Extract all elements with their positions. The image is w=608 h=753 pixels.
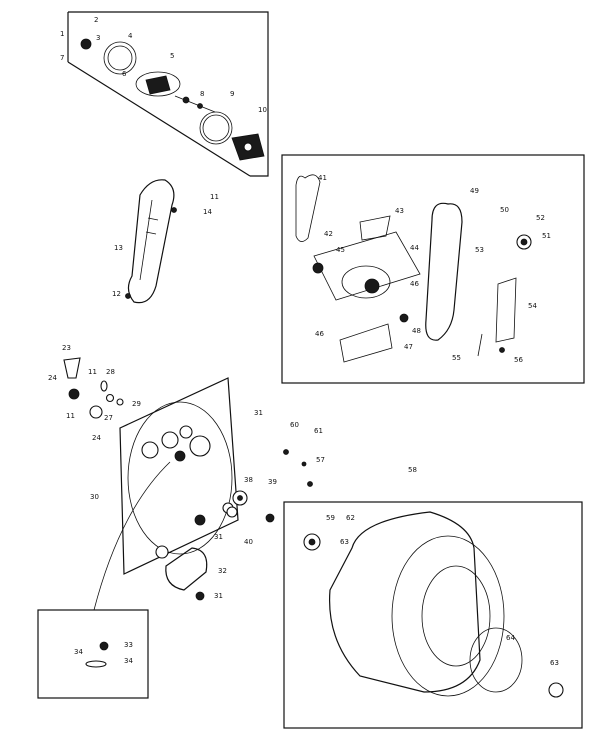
part-number-label: 40: [244, 538, 253, 546]
part-number-label: 7: [60, 54, 64, 62]
part-number-label: 54: [528, 302, 537, 310]
drum-box: [283, 501, 583, 729]
drum-front: [391, 535, 505, 697]
part-number-label: 38: [244, 476, 253, 484]
bulkhead-ring: [127, 401, 233, 555]
part-number-label: 42: [324, 230, 333, 238]
cord-inset-group: [37, 609, 149, 699]
part-number-label: 60: [290, 421, 299, 429]
part-number-label: 29: [132, 400, 141, 408]
drum: [328, 511, 481, 693]
part-number-label: 34: [124, 657, 133, 665]
part-number-label: 11: [66, 412, 75, 420]
part-number-label: 39: [268, 478, 277, 486]
part-number-label: 31: [214, 533, 223, 541]
drum-seal: [469, 627, 523, 693]
motor-mount-bracket: [359, 215, 391, 241]
part-number-label: 10: [258, 106, 267, 114]
rear-bulkhead-group: [93, 377, 239, 611]
part-number-label: 58: [408, 466, 417, 474]
part-number-label: 12: [112, 290, 121, 298]
blower-bearing: [80, 38, 92, 50]
motor: [341, 265, 391, 299]
part-number-label: 13: [114, 244, 123, 252]
part-number-label: 46: [410, 280, 419, 288]
drum-group: [283, 501, 583, 729]
blower-assembly-group: [67, 11, 269, 177]
part-number-label: 1: [60, 30, 64, 38]
part-number-label: 61: [314, 427, 323, 435]
part-number-label: 55: [452, 354, 461, 362]
part-number-label: 30: [90, 493, 99, 501]
drive-belt-small: [295, 174, 321, 242]
heater-parts: [165, 449, 313, 601]
part-number-label: 2: [94, 16, 98, 24]
blower-assembly-box: [68, 11, 269, 177]
part-number-label: 48: [412, 327, 421, 335]
blower-wheel: [199, 111, 233, 145]
cord-inset-box: [37, 609, 149, 699]
heater-cylinder: [165, 547, 208, 591]
blower-seal-ring: [103, 41, 137, 75]
power-cord: [93, 461, 171, 611]
blower-housing: [135, 71, 181, 97]
idler-bracket: [495, 277, 517, 343]
part-number-label: 43: [395, 207, 404, 215]
drum-bearing: [548, 682, 564, 698]
part-number-label: 62: [346, 514, 355, 522]
part-number-label: 24: [48, 374, 57, 382]
exhaust-duct: [127, 179, 175, 304]
part-number-label: 6: [122, 70, 127, 78]
part-number-label: 63: [340, 538, 349, 546]
rear-bulkhead: [119, 377, 239, 575]
part-number-label: 8: [200, 90, 204, 98]
part-number-label: 34: [74, 648, 83, 656]
drive-belt-large: [425, 202, 463, 341]
thermostat-parts: [63, 357, 124, 419]
motor-belt-box: [281, 154, 585, 384]
part-number-label: 28: [106, 368, 115, 376]
part-number-label: 44: [410, 244, 419, 252]
exhaust-duct-group: [125, 179, 177, 304]
part-number-label: 57: [316, 456, 325, 464]
part-number-label: 24: [92, 434, 101, 442]
part-number-label: 11: [210, 193, 219, 201]
part-number-label: 51: [542, 232, 551, 240]
part-number-label: 32: [218, 567, 227, 575]
part-number-label: 31: [254, 409, 263, 417]
motor-belt-group: [281, 154, 585, 384]
part-number-label: 64: [506, 634, 515, 642]
part-number-label: 14: [203, 208, 212, 216]
part-number-label: 56: [514, 356, 523, 364]
part-number-label: 27: [104, 414, 113, 422]
part-number-label: 50: [500, 206, 509, 214]
part-number-label: 46: [315, 330, 324, 338]
part-number-label: 49: [470, 187, 479, 195]
part-number-label: 41: [318, 174, 327, 182]
part-number-label: 53: [475, 246, 484, 254]
part-number-label: 4: [128, 32, 133, 40]
motor-base: [339, 323, 393, 363]
part-number-label: 9: [230, 90, 234, 98]
part-number-label: 63: [550, 659, 559, 667]
part-number-label: 45: [336, 246, 345, 254]
part-number-label: 52: [536, 214, 545, 222]
part-number-label: 59: [326, 514, 335, 522]
part-number-label: 33: [124, 641, 133, 649]
part-number-label: 31: [214, 592, 223, 600]
part-number-label: 3: [96, 34, 100, 42]
part-number-label: 23: [62, 344, 71, 352]
part-number-label: 47: [404, 343, 413, 351]
part-number-label: 11: [88, 368, 97, 376]
part-number-label: 5: [170, 52, 174, 60]
